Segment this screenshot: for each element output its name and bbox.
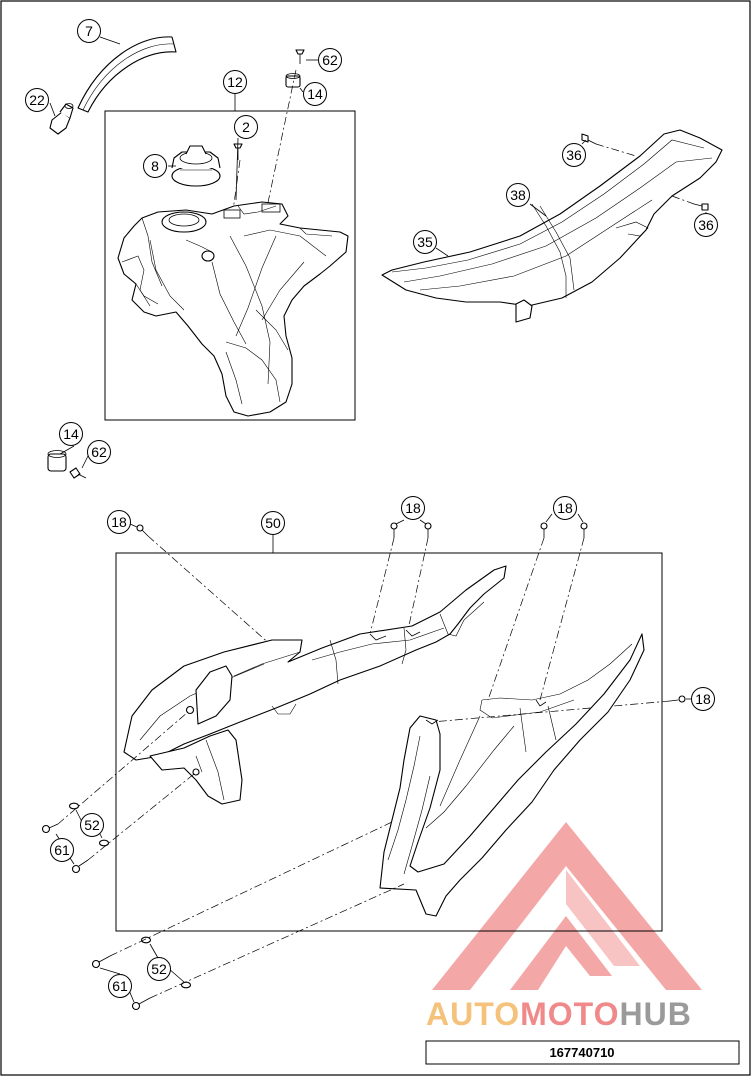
svg-text:14: 14 — [63, 426, 79, 442]
callout-18-b: 18 — [401, 496, 425, 520]
svg-text:18: 18 — [405, 500, 421, 516]
svg-text:7: 7 — [85, 23, 93, 39]
svg-text:52: 52 — [151, 961, 167, 977]
svg-text:36: 36 — [698, 217, 714, 233]
automotohub-logo — [432, 822, 702, 990]
callout-52-upper: 52 — [80, 813, 104, 837]
callout-14-lower: 14 — [59, 422, 83, 446]
seat-screw-36-top — [581, 133, 597, 145]
callout-50: 50 — [261, 511, 285, 535]
callout-22: 22 — [25, 88, 49, 112]
callout-62-top: 62 — [318, 48, 342, 72]
callout-61-upper: 61 — [50, 838, 74, 862]
right-shroud — [379, 633, 645, 917]
callout-36-right: 36 — [694, 213, 718, 237]
seat-screw-36-right — [693, 203, 709, 211]
fuel-tank — [117, 201, 349, 417]
drawing-number: 167740710 — [549, 1045, 614, 1060]
svg-text:18: 18 — [695, 691, 711, 707]
svg-text:2: 2 — [242, 119, 250, 135]
callout-35: 35 — [413, 230, 437, 254]
callout-8: 8 — [143, 154, 167, 178]
shroud-box — [115, 552, 663, 932]
callout-36-top: 36 — [562, 143, 586, 167]
elbow-fitting — [49, 103, 74, 135]
spacer-14-lower — [47, 450, 67, 472]
watermark-text: AUTOMOTOHUB — [426, 996, 692, 1032]
callout-18-a: 18 — [107, 510, 131, 534]
svg-text:18: 18 — [557, 500, 573, 516]
callout-12: 12 — [223, 70, 247, 94]
svg-text:18: 18 — [111, 514, 127, 530]
watermark-auto: AUTO — [426, 996, 520, 1032]
screw-62-lower — [69, 467, 87, 479]
left-shroud — [123, 565, 507, 805]
svg-text:36: 36 — [566, 147, 582, 163]
svg-text:38: 38 — [510, 187, 526, 203]
watermark-moto: MOTO — [520, 996, 619, 1032]
svg-text:52: 52 — [84, 817, 100, 833]
seat — [381, 129, 723, 323]
screw-18-a — [136, 524, 149, 537]
fuel-tank-box — [104, 110, 356, 421]
watermark-hub: HUB — [619, 996, 691, 1032]
screw-18-b — [390, 522, 432, 538]
callout-14-top: 14 — [303, 82, 327, 106]
spacer-14-top — [285, 73, 301, 88]
callout-7: 7 — [77, 19, 101, 43]
fuel-cap — [171, 145, 221, 187]
svg-text:62: 62 — [322, 52, 338, 68]
callout-52-lower: 52 — [147, 957, 171, 981]
callout-38: 38 — [506, 183, 530, 207]
callout-2: 2 — [234, 115, 258, 139]
drawing-number-box: 167740710 — [425, 1040, 740, 1065]
fuel-hose — [77, 36, 177, 113]
svg-text:22: 22 — [29, 92, 45, 108]
screw-18-c — [540, 522, 588, 538]
svg-text:61: 61 — [112, 978, 128, 994]
svg-text:14: 14 — [307, 86, 323, 102]
bolt-61-lower-b — [131, 981, 192, 1011]
screw-18-d — [669, 695, 686, 703]
bolt-61-upper-a — [41, 802, 80, 834]
svg-text:62: 62 — [91, 444, 107, 460]
svg-text:35: 35 — [417, 234, 433, 250]
svg-text:12: 12 — [227, 74, 243, 90]
svg-text:8: 8 — [151, 158, 159, 174]
callout-18-c: 18 — [553, 496, 577, 520]
screw-62-top — [295, 49, 305, 64]
svg-text:50: 50 — [265, 515, 281, 531]
callout-18-d: 18 — [691, 687, 715, 711]
bolt-61-upper-b — [71, 839, 110, 874]
svg-text:61: 61 — [54, 842, 70, 858]
callout-61-lower: 61 — [108, 974, 132, 998]
bolt-61-lower-a — [91, 936, 152, 969]
callout-62-lower: 62 — [87, 440, 111, 464]
